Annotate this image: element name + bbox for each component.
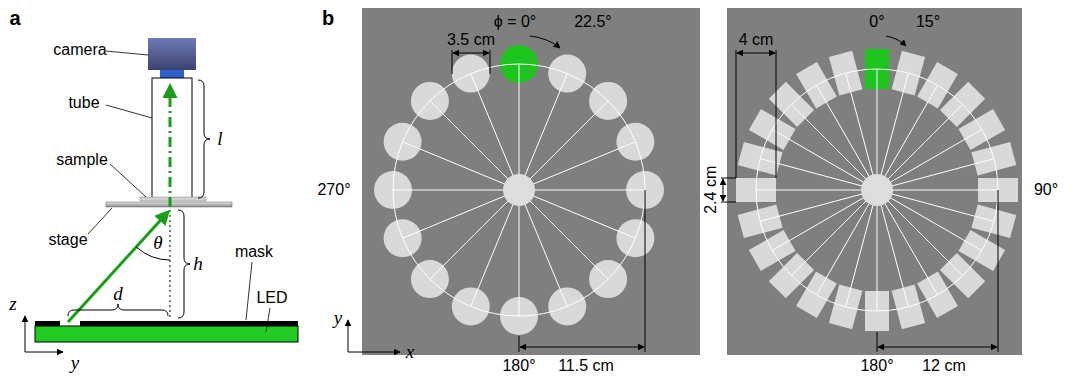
mask-pattern bbox=[736, 49, 1018, 331]
dimension-label: d bbox=[113, 284, 123, 305]
axis-label: x bbox=[406, 342, 414, 363]
ring bbox=[756, 69, 998, 311]
angle-label: 22.5° bbox=[574, 13, 612, 31]
spoke bbox=[877, 69, 878, 190]
axis-arrow bbox=[25, 352, 63, 353]
led-mask-rectangles bbox=[727, 8, 1022, 355]
spoke bbox=[519, 101, 608, 190]
camera-body bbox=[148, 38, 196, 70]
spoke bbox=[877, 104, 963, 190]
part-label: LED bbox=[256, 289, 287, 307]
spoke bbox=[877, 190, 998, 191]
angle-label: 270° bbox=[317, 181, 350, 199]
angle-label: ϕ = 0° bbox=[494, 13, 537, 31]
brace bbox=[68, 304, 168, 316]
spoke bbox=[519, 64, 520, 190]
dimension-lines bbox=[348, 36, 998, 352]
spoke bbox=[519, 190, 645, 191]
axis-label: y bbox=[334, 308, 342, 329]
spoke bbox=[430, 190, 519, 279]
axis-arrow bbox=[25, 316, 26, 352]
angle-label: 0° bbox=[869, 13, 884, 31]
spoke bbox=[471, 74, 519, 190]
hub bbox=[503, 174, 535, 206]
spoke bbox=[519, 190, 608, 279]
panel-letter: a bbox=[9, 7, 20, 29]
part-label: stage bbox=[48, 231, 87, 249]
panel-letter: b bbox=[322, 7, 334, 29]
spoke bbox=[760, 159, 877, 190]
mask bbox=[35, 321, 60, 326]
spoke bbox=[430, 101, 519, 190]
part-label: camera bbox=[53, 41, 106, 59]
ring bbox=[393, 64, 645, 316]
axis-label: z bbox=[9, 294, 16, 315]
spoke bbox=[877, 190, 994, 221]
angle-label: 180° bbox=[502, 357, 535, 375]
spoke bbox=[877, 130, 982, 191]
angle-label: 15° bbox=[916, 13, 940, 31]
spoke bbox=[791, 190, 877, 276]
mask-pattern bbox=[374, 45, 664, 335]
leader-line bbox=[110, 164, 146, 197]
setup-schematic bbox=[25, 38, 298, 352]
spoke bbox=[817, 190, 878, 295]
spoke bbox=[846, 190, 877, 307]
dimension-label: h bbox=[193, 254, 203, 275]
spoke bbox=[877, 73, 908, 190]
dimension-label: 12 cm bbox=[922, 357, 966, 375]
dimension-label: 4 cm bbox=[739, 31, 774, 49]
light-ray bbox=[169, 86, 172, 207]
spoke bbox=[791, 104, 877, 190]
led-board bbox=[35, 326, 298, 342]
brace bbox=[198, 80, 210, 198]
dimension-label: 3.5 cm bbox=[447, 31, 495, 49]
spoke bbox=[756, 190, 877, 191]
spoke bbox=[817, 85, 878, 190]
leader-line bbox=[266, 308, 270, 332]
angle-arc bbox=[136, 247, 170, 260]
angle-label: 180° bbox=[860, 357, 893, 375]
optical-axis bbox=[170, 210, 171, 320]
spoke bbox=[519, 190, 567, 306]
leader-line bbox=[88, 208, 112, 234]
angle-label: θ bbox=[153, 233, 162, 254]
spoke bbox=[519, 142, 635, 190]
mask bbox=[80, 321, 298, 326]
part-label: tube bbox=[68, 94, 99, 112]
spoke bbox=[846, 73, 877, 190]
leader-line bbox=[106, 51, 148, 55]
led-mask-circles bbox=[362, 8, 700, 355]
brace bbox=[178, 210, 190, 318]
spoke bbox=[877, 190, 963, 276]
light-ray bbox=[68, 212, 168, 322]
leader-line bbox=[106, 105, 152, 118]
hub bbox=[861, 174, 893, 206]
spoke bbox=[772, 190, 877, 251]
tube bbox=[152, 78, 192, 198]
spoke bbox=[760, 190, 877, 221]
dimension-label: l bbox=[217, 129, 222, 150]
dimension-label: 2.4 cm bbox=[702, 166, 720, 214]
leader-line bbox=[246, 262, 252, 320]
spoke bbox=[403, 190, 519, 238]
dimension-label: 11.5 cm bbox=[558, 357, 614, 375]
spoke bbox=[877, 190, 982, 251]
spoke bbox=[393, 190, 519, 191]
spoke bbox=[877, 190, 908, 307]
spoke bbox=[877, 190, 878, 311]
spoke bbox=[519, 190, 520, 316]
spoke bbox=[772, 130, 877, 191]
spoke bbox=[877, 159, 994, 190]
part-label: sample bbox=[56, 151, 108, 169]
camera-lens bbox=[160, 70, 184, 78]
part-label: mask bbox=[235, 243, 273, 261]
angle-label: 90° bbox=[1034, 181, 1058, 199]
spoke bbox=[877, 85, 938, 190]
spoke bbox=[877, 190, 938, 295]
axis-label: y bbox=[71, 353, 79, 374]
sample bbox=[140, 197, 206, 201]
